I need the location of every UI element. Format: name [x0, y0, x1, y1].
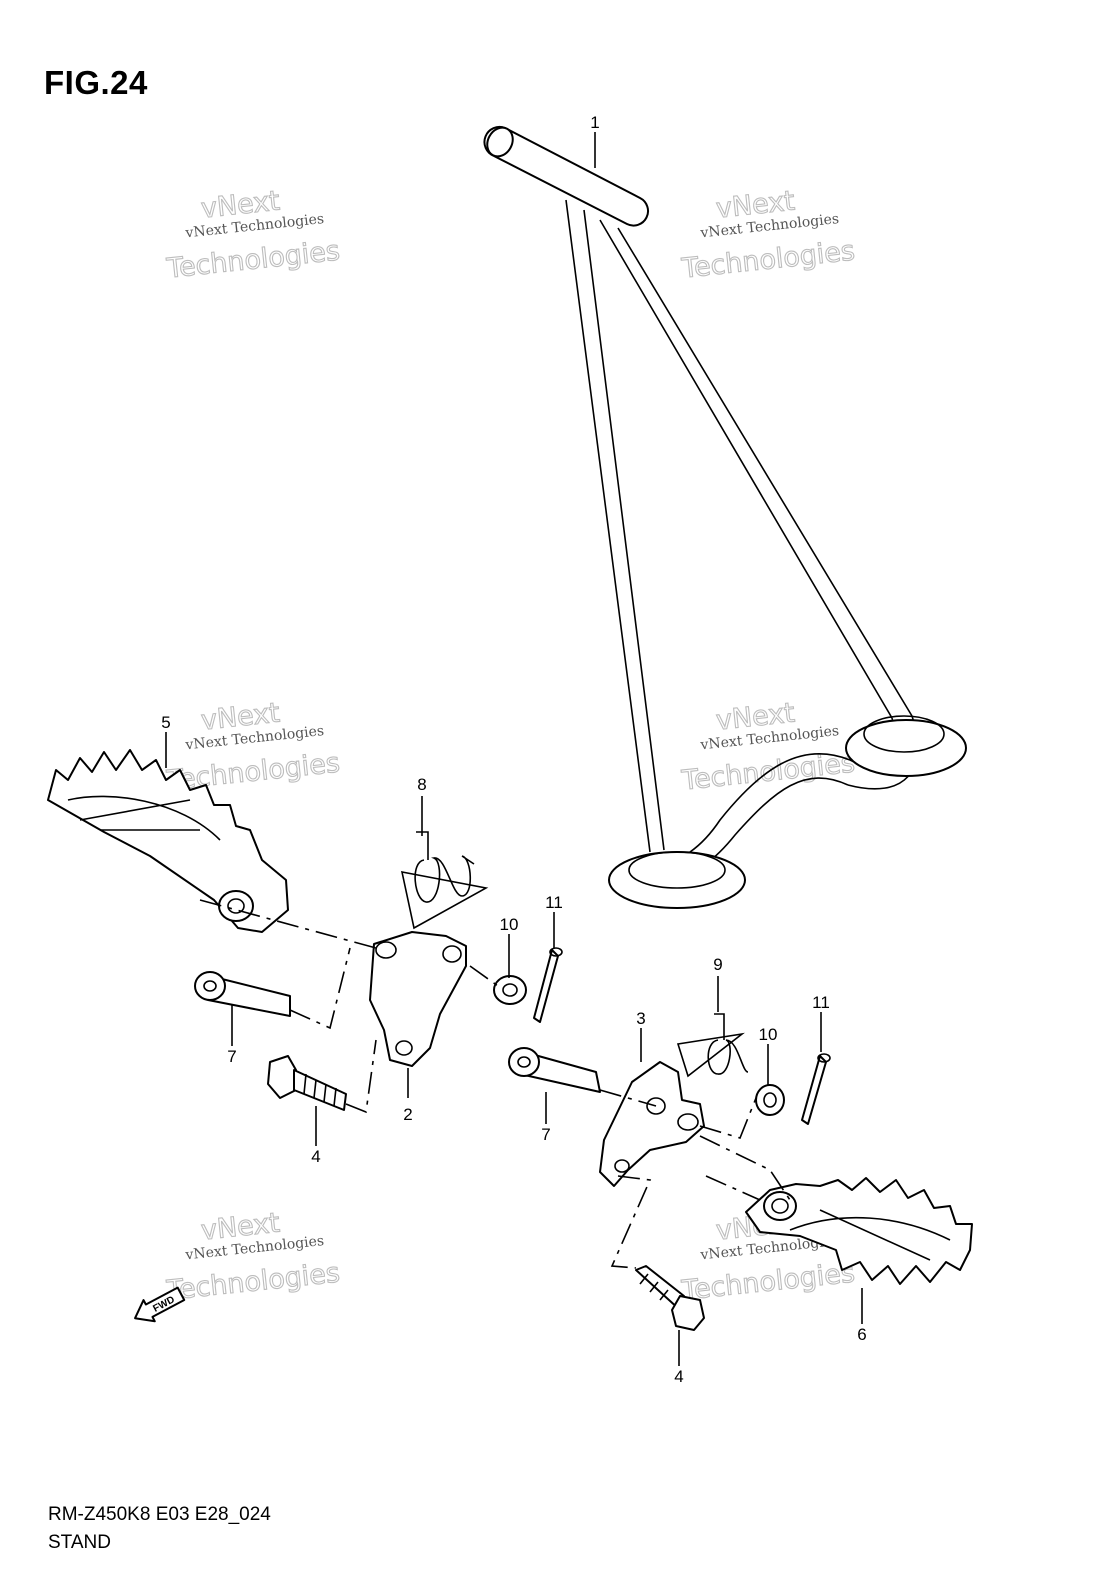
- callout-4-right: 4: [674, 1367, 683, 1386]
- part-bracket-left: [369, 931, 467, 1067]
- watermark-big-b: Technologies: [680, 1258, 857, 1307]
- part-pin-right: [508, 1047, 601, 1093]
- callouts: 1 2 3 4 4 5 6 7 7 8 9 10 10 11 11: [161, 113, 866, 1386]
- callout-11-right: 11: [812, 993, 830, 1012]
- callout-4-left: 4: [311, 1147, 320, 1166]
- watermark-mid-right: vNext vNext Technologies Technologies: [679, 697, 857, 797]
- callout-10-right: 10: [759, 1025, 778, 1044]
- callout-5: 5: [161, 713, 170, 732]
- callout-leaders: [165, 132, 863, 1366]
- part-cotter-pin-right: [801, 1053, 831, 1125]
- callout-2: 2: [403, 1105, 412, 1124]
- callout-8: 8: [417, 775, 426, 794]
- part-bolt-left: [267, 1055, 347, 1111]
- watermark-bottom-left: vNext vNext Technologies Technologies: [164, 1207, 342, 1307]
- part-pin-left: [194, 971, 291, 1017]
- callout-7-right: 7: [541, 1125, 550, 1144]
- section-name: STAND: [48, 1532, 111, 1553]
- callout-10-left: 10: [500, 915, 519, 934]
- part-spring-left: [400, 831, 489, 930]
- watermark-big-b: Technologies: [165, 1258, 342, 1307]
- assembly-lines: [199, 899, 791, 1269]
- callout-1: 1: [590, 113, 599, 132]
- callout-6: 6: [857, 1325, 866, 1344]
- model-code: RM-Z450K8 E03 E28_024: [48, 1504, 271, 1525]
- callout-7-left: 7: [227, 1047, 236, 1066]
- part-bolt-right: [635, 1265, 705, 1331]
- callout-11-left: 11: [545, 893, 563, 912]
- part-bracket-right: [599, 1061, 705, 1187]
- part-washer-right: [755, 1084, 785, 1116]
- callout-9: 9: [713, 955, 722, 974]
- part-footrest-right: [745, 1177, 973, 1285]
- part-cotter-pin-left: [533, 947, 563, 1023]
- callout-3: 3: [636, 1009, 645, 1028]
- part-washer-left: [493, 975, 527, 1005]
- watermark-top-right: vNext vNext Technologies Technologies: [679, 185, 857, 285]
- part-spring-right: [676, 1013, 749, 1078]
- watermark-top-left: vNext vNext Technologies Technologies: [164, 185, 342, 285]
- part-footrest-left: [47, 749, 289, 933]
- part-stand: [483, 125, 967, 909]
- forward-arrow-icon: FWD: [134, 1286, 186, 1323]
- watermark-big-b: Technologies: [165, 236, 342, 285]
- figure-title: FIG.24: [44, 64, 148, 101]
- watermark-big-b: Technologies: [680, 236, 857, 285]
